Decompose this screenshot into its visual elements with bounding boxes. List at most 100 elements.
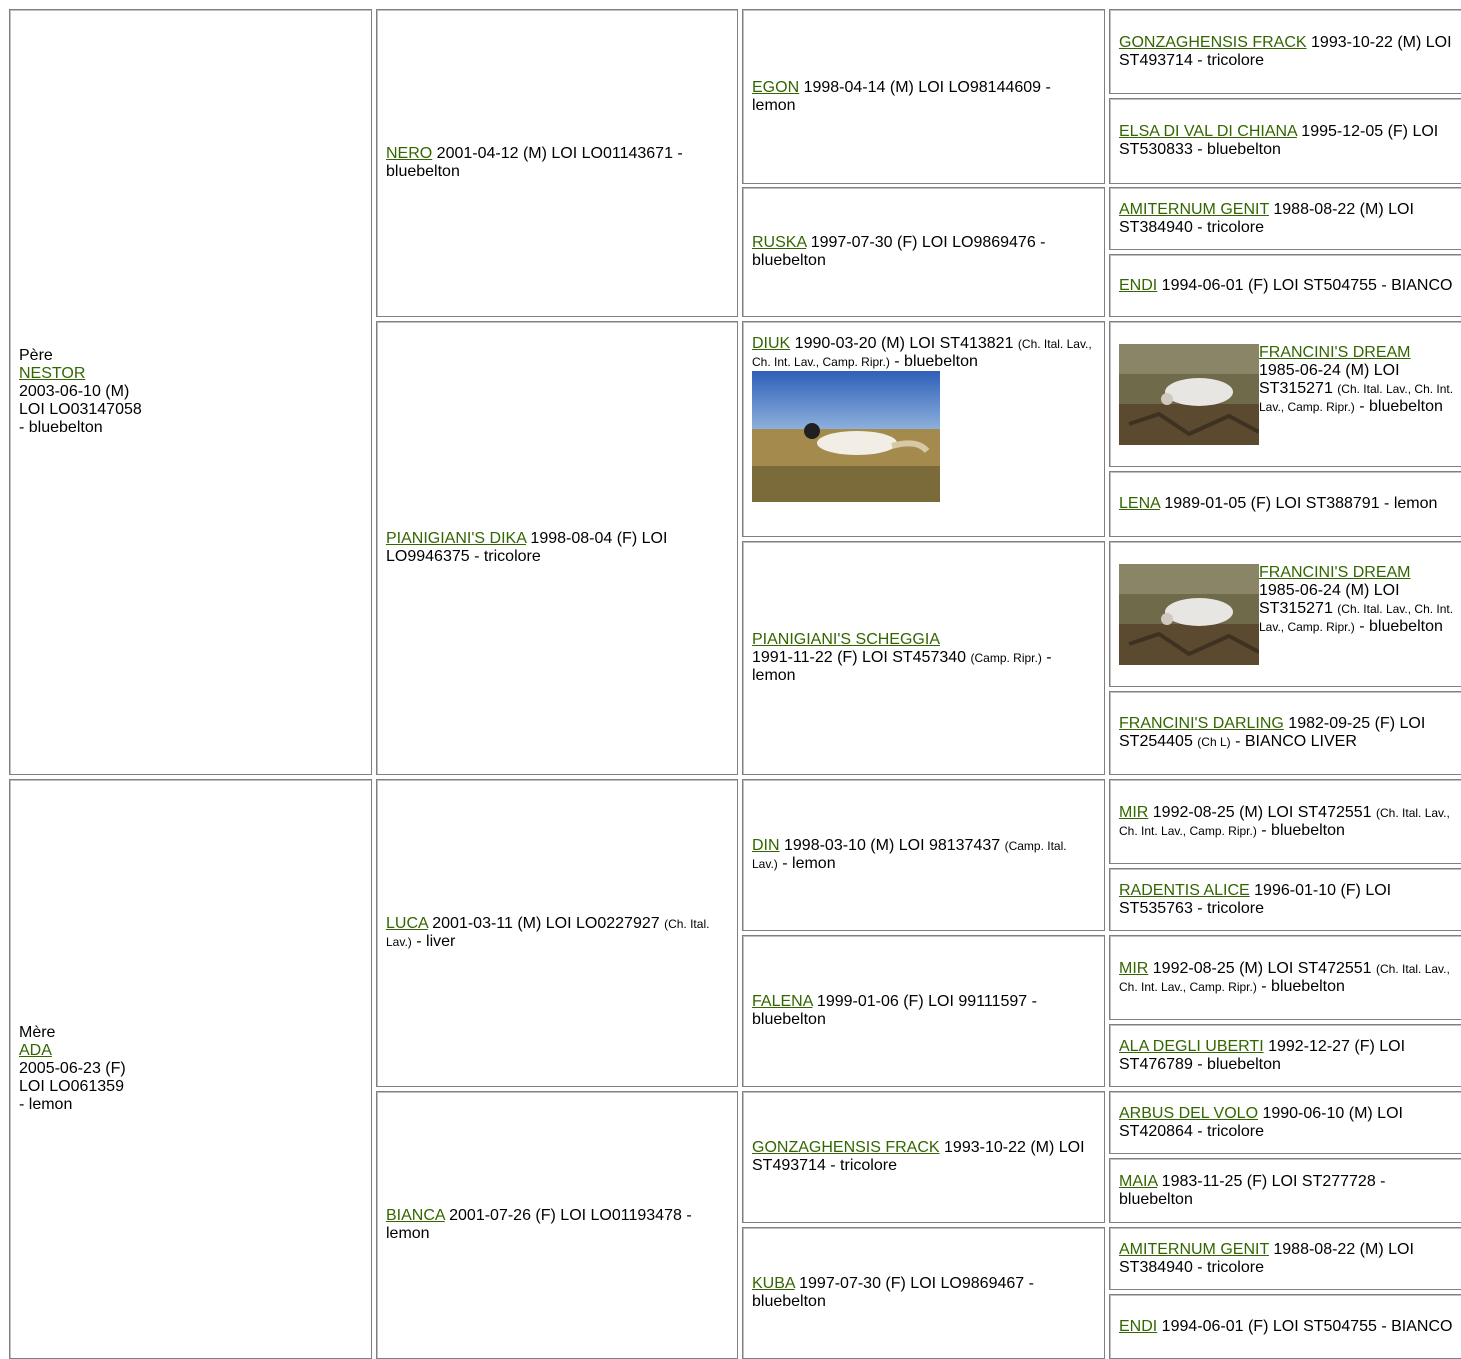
dog-name-link[interactable]: GONZAGHENSIS FRACK xyxy=(752,1139,940,1156)
gen4-cell: AMITERNUM GENIT 1988-08-22 (M) LOI ST384… xyxy=(1109,187,1461,250)
dog-titles: (Ch L) xyxy=(1197,735,1231,749)
dog-info: 2001-07-26 (F) LOI LO01193478 - lemon xyxy=(386,1207,692,1242)
dog-name-link[interactable]: ENDI xyxy=(1119,276,1158,294)
gen4-cell: ENDI 1994-06-01 (F) LOI ST504755 - BIANC… xyxy=(1109,254,1461,317)
gen4-cell: ALA DEGLI UBERTI 1992-12-27 (F) LOI ST47… xyxy=(1109,1024,1461,1087)
dog-name-link[interactable]: FRANCINI'S DREAM xyxy=(1259,343,1411,361)
dog-titles: (Ch. Ital. Lav.) xyxy=(386,917,710,949)
dog-color: - bluebelton xyxy=(889,353,978,370)
dog-name-link[interactable]: PIANIGIANI'S DIKA xyxy=(386,530,526,547)
dam-role-label: Mère xyxy=(19,1024,56,1041)
dam-registration: LOI LO061359 xyxy=(19,1078,124,1095)
dam-date: 2005-06-23 (F) xyxy=(19,1060,126,1077)
dog-info: 1985-06-24 (M) LOI ST315271 xyxy=(1259,581,1400,617)
dog-info: 2001-04-12 (M) LOI LO01143671 - bluebelt… xyxy=(386,145,683,180)
dog-info: 2001-03-11 (M) LOI LO0227927 xyxy=(427,915,665,932)
gen4-cell: ARBUS DEL VOLO 1990-06-10 (M) LOI ST4208… xyxy=(1109,1091,1461,1154)
dog-name-link[interactable]: FRANCINI'S DREAM xyxy=(1259,563,1411,581)
dam-color: - lemon xyxy=(19,1096,73,1113)
dog-info: 1998-04-14 (M) LOI LO98144609 - lemon xyxy=(752,78,1051,114)
dog-name-link[interactable]: GONZAGHENSIS FRACK xyxy=(1119,33,1307,51)
dog-name-link[interactable]: AMITERNUM GENIT xyxy=(1119,1240,1269,1258)
dog-name-link[interactable]: PIANIGIANI'S SCHEGGIA xyxy=(752,631,940,648)
dog-name-link[interactable]: RADENTIS ALICE xyxy=(1119,881,1250,899)
dog-name-link[interactable]: MIR xyxy=(1119,803,1149,821)
dog-info: 1982-09-25 (F) LOI ST254405 xyxy=(1119,715,1426,750)
gen2-cell: LUCA 2001-03-11 (M) LOI LO0227927 (Ch. I… xyxy=(376,779,738,1087)
dog-name-link[interactable]: BIANCA xyxy=(386,1207,445,1224)
dog-info: 1993-10-22 (M) LOI ST493714 - tricolore xyxy=(1119,33,1452,69)
gen3-cell: GONZAGHENSIS FRACK 1993-10-22 (M) LOI ST… xyxy=(742,1091,1105,1223)
gen2-cell: PIANIGIANI'S DIKA 1998-08-04 (F) LOI LO9… xyxy=(376,321,738,775)
dog-info: 1990-06-10 (M) LOI ST420864 - tricolore xyxy=(1119,1104,1403,1140)
dog-color: - bluebelton xyxy=(1354,617,1443,635)
gen3-cell: PIANIGIANI'S SCHEGGIA 1991-11-22 (F) LOI… xyxy=(742,541,1105,775)
dog-color: - bluebelton xyxy=(1256,977,1345,995)
sire-name-link[interactable]: NESTOR xyxy=(19,365,86,382)
dog-name-link[interactable]: AMITERNUM GENIT xyxy=(1119,200,1269,218)
sire-color: - bluebelton xyxy=(19,419,103,436)
dog-info: 1994-06-01 (F) LOI ST504755 - BIANCO xyxy=(1157,276,1453,294)
sire-cell: Père NESTOR 2003-06-10 (M) LOI LO0314705… xyxy=(9,9,372,775)
dog-name-link[interactable]: RUSKA xyxy=(752,234,807,251)
gen4-cell: GONZAGHENSIS FRACK 1993-10-22 (M) LOI ST… xyxy=(1109,9,1461,94)
dog-titles: (Ch. Ital. Lav., Ch. Int. Lav., Camp. Ri… xyxy=(1119,961,1450,994)
dog-info: 1985-06-24 (M) LOI ST315271 xyxy=(1259,361,1400,397)
dog-name-link[interactable]: DIUK xyxy=(752,335,791,352)
dog-info: 1991-11-22 (F) LOI ST457340 xyxy=(752,649,971,666)
dog-name-link[interactable]: MIR xyxy=(1119,959,1149,977)
dog-name-link[interactable]: ENDI xyxy=(1119,1317,1158,1335)
dog-info: 1994-06-01 (F) LOI ST504755 - BIANCO xyxy=(1157,1317,1453,1335)
gen4-cell: RADENTIS ALICE 1996-01-10 (F) LOI ST5357… xyxy=(1109,868,1461,931)
dog-name-link[interactable]: ARBUS DEL VOLO xyxy=(1119,1104,1259,1122)
dog-name-link[interactable]: LUCA xyxy=(386,915,428,932)
gen4-cell: MIR 1992-08-25 (M) LOI ST472551 (Ch. Ita… xyxy=(1109,779,1461,864)
dog-titles: (Camp. Ripr.) xyxy=(970,651,1042,665)
dog-photo xyxy=(1119,343,1259,445)
dog-info: 1998-03-10 (M) LOI 98137437 xyxy=(779,837,1005,854)
dog-titles: (Ch. Ital. Lav., Ch. Int. Lav., Camp. Ri… xyxy=(1119,805,1450,838)
gen3-cell: DIN 1998-03-10 (M) LOI 98137437 (Camp. I… xyxy=(742,779,1105,931)
gen2-cell: BIANCA 2001-07-26 (F) LOI LO01193478 - l… xyxy=(376,1091,738,1359)
dog-name-link[interactable]: NERO xyxy=(386,145,433,162)
dog-info: 1992-12-27 (F) LOI ST476789 - bluebelton xyxy=(1119,1037,1406,1073)
gen4-cell: MAIA 1983-11-25 (F) LOI ST277728 - blueb… xyxy=(1109,1158,1461,1223)
dog-name-link[interactable]: EGON xyxy=(752,78,800,96)
dog-name-link[interactable]: DIN xyxy=(752,837,780,854)
gen4-cell: ENDI 1994-06-01 (F) LOI ST504755 - BIANC… xyxy=(1109,1294,1461,1359)
gen3-cell: RUSKA 1997-07-30 (F) LOI LO9869476 - blu… xyxy=(742,187,1105,317)
gen4-cell: FRANCINI'S DARLING 1982-09-25 (F) LOI ST… xyxy=(1109,691,1461,775)
dog-titles: (Ch. Ital. Lav., Ch. Int. Lav., Camp. Ri… xyxy=(1259,381,1454,414)
dog-info: 1998-08-04 (F) LOI LO9946375 - tricolore xyxy=(386,530,668,565)
dog-color: - liver xyxy=(411,933,456,950)
dog-info: 1999-01-06 (F) LOI 99111597 - bluebelton xyxy=(752,993,1037,1028)
dog-titles: (Ch. Ital. Lav., Ch. Int. Lav., Camp. Ri… xyxy=(752,337,1092,369)
dog-name-link[interactable]: LENA xyxy=(1119,495,1160,512)
dog-info: 1997-07-30 (F) LOI LO9869476 - bluebelto… xyxy=(752,234,1046,269)
dog-color: - lemon xyxy=(777,855,836,872)
dog-photo xyxy=(752,371,940,502)
dog-color: - lemon xyxy=(752,649,1052,684)
dog-info: 1992-08-25 (M) LOI ST472551 xyxy=(1148,803,1377,821)
dog-info: 1995-12-05 (F) LOI ST530833 - bluebelton xyxy=(1119,123,1439,158)
gen4-cell: FRANCINI'S DREAM 1985-06-24 (M) LOI ST31… xyxy=(1109,541,1461,687)
dog-name-link[interactable]: KUBA xyxy=(752,1275,795,1292)
dam-name-link[interactable]: ADA xyxy=(19,1042,52,1059)
dog-name-link[interactable]: FRANCINI'S DARLING xyxy=(1119,715,1284,732)
gen3-cell: FALENA 1999-01-06 (F) LOI 99111597 - blu… xyxy=(742,935,1105,1087)
sire-date: 2003-06-10 (M) xyxy=(19,383,130,400)
dog-info: 1989-01-05 (F) LOI ST388791 - lemon xyxy=(1159,495,1438,512)
dog-name-link[interactable]: MAIA xyxy=(1119,1172,1158,1190)
gen3-cell: EGON 1998-04-14 (M) LOI LO98144609 - lem… xyxy=(742,9,1105,184)
dog-titles: (Ch. Ital. Lav., Ch. Int. Lav., Camp. Ri… xyxy=(1259,601,1454,634)
gen3-cell: KUBA 1997-07-30 (F) LOI LO9869467 - blue… xyxy=(742,1227,1105,1359)
dog-info: 1996-01-10 (F) LOI ST535763 - tricolore xyxy=(1119,881,1392,917)
gen3-cell: DIUK 1990-03-20 (M) LOI ST413821 (Ch. It… xyxy=(742,321,1105,537)
dog-info: 1992-08-25 (M) LOI ST472551 xyxy=(1148,959,1377,977)
dog-name-link[interactable]: ELSA DI VAL DI CHIANA xyxy=(1119,123,1297,140)
dog-titles: (Camp. Ital. Lav.) xyxy=(752,839,1067,871)
dog-info: 1990-03-20 (M) LOI ST413821 xyxy=(790,335,1018,352)
dog-name-link[interactable]: ALA DEGLI UBERTI xyxy=(1119,1037,1264,1055)
gen4-cell: AMITERNUM GENIT 1988-08-22 (M) LOI ST384… xyxy=(1109,1227,1461,1290)
dog-name-link[interactable]: FALENA xyxy=(752,993,813,1010)
